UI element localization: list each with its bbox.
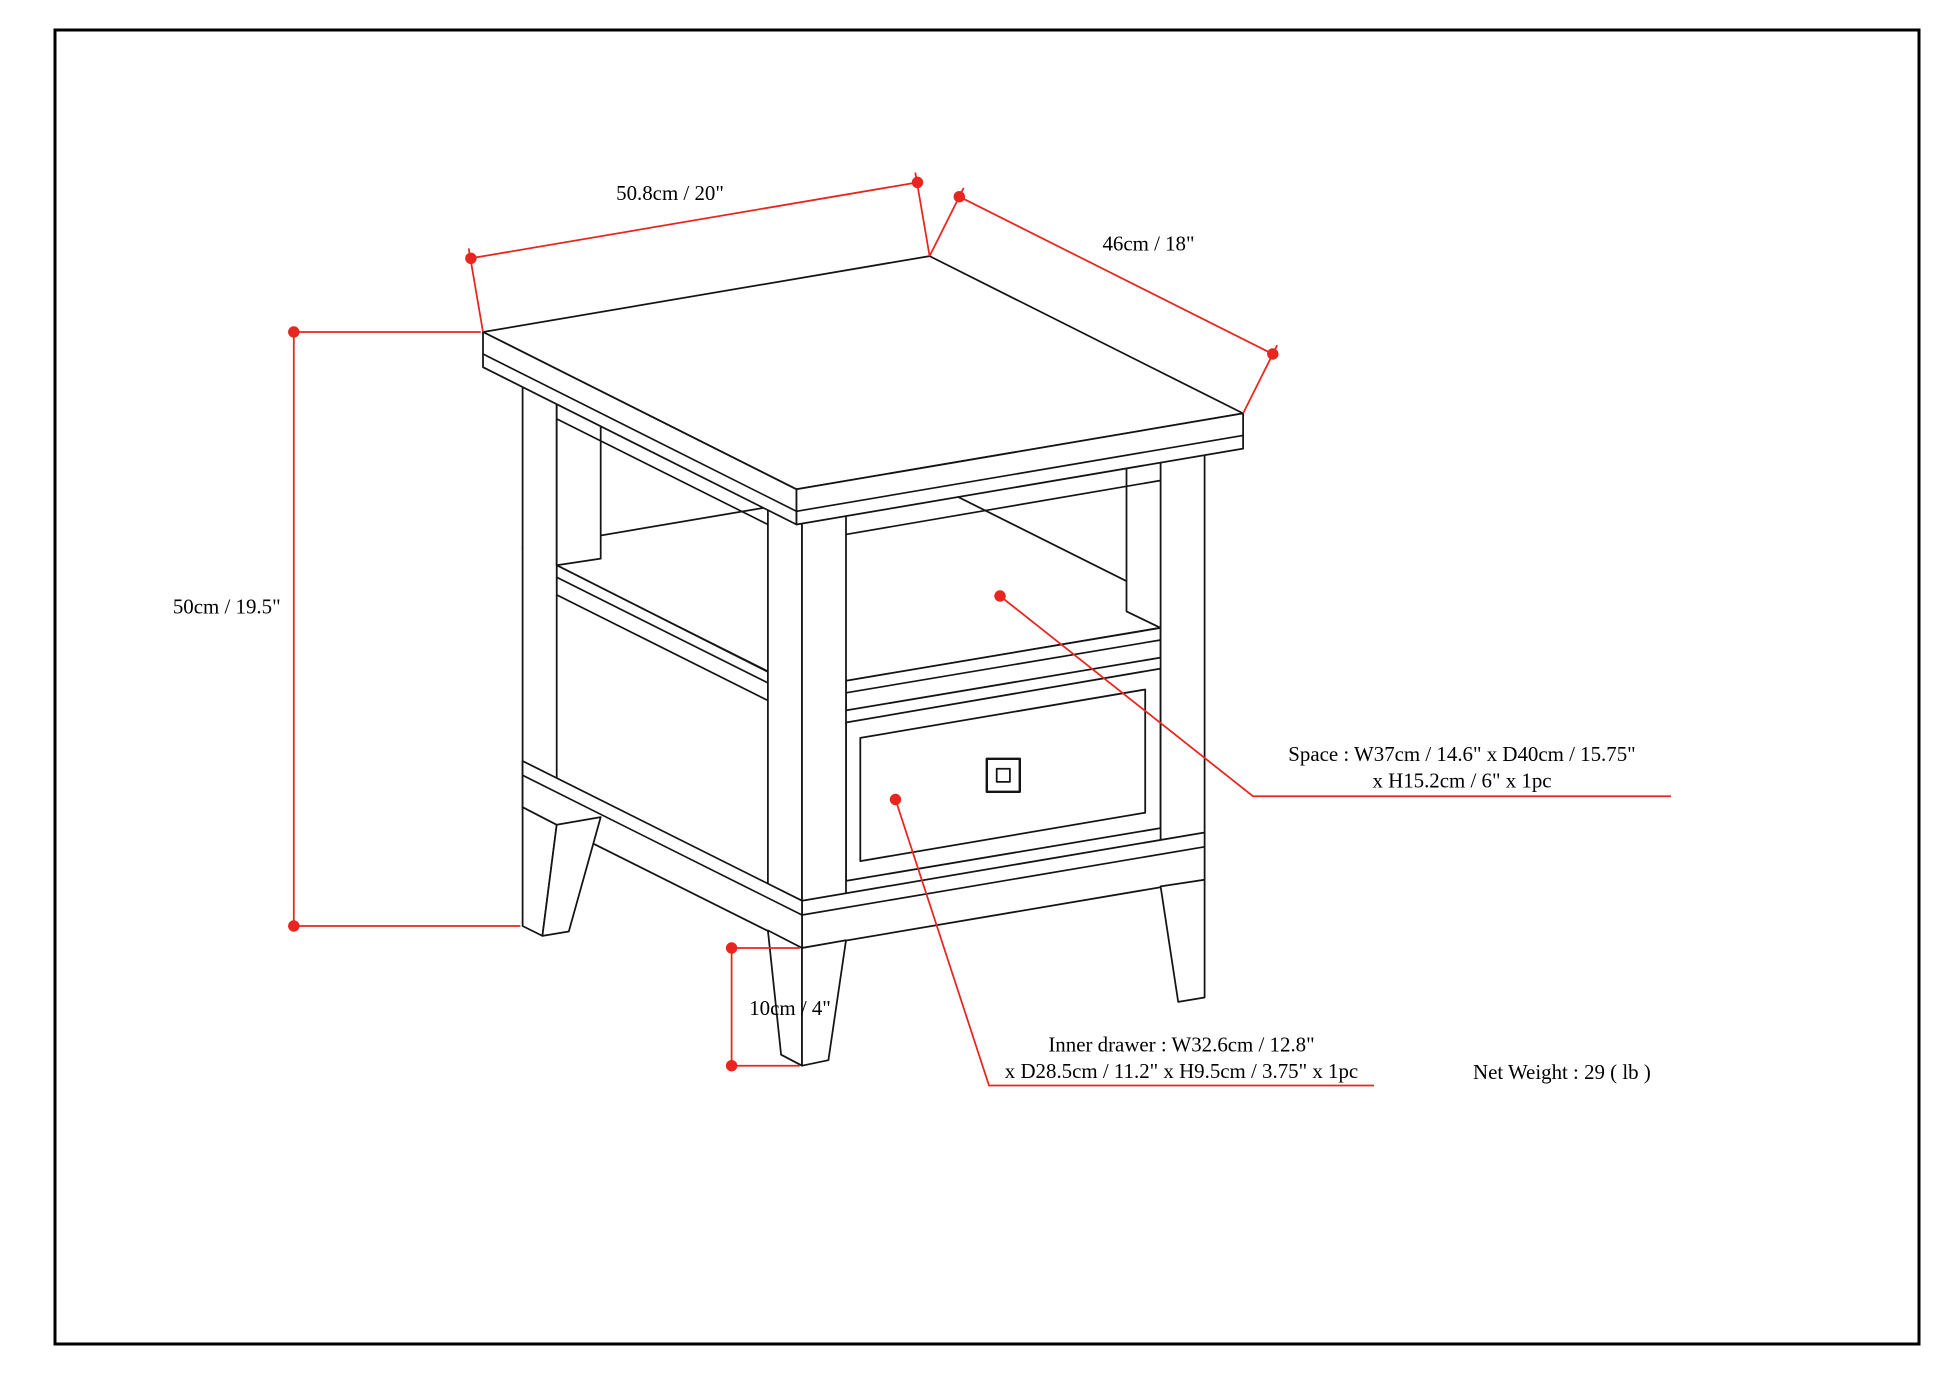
- space-annotation-line1: Space : W37cm / 14.6" x D40cm / 15.75": [1288, 742, 1635, 766]
- depth-dimension: 46cm / 18": [928, 187, 1279, 414]
- drawer-front-bevel: [859, 688, 1147, 862]
- dimension-point: [725, 942, 738, 954]
- end-table-drawing: [482, 255, 1244, 1067]
- leg-left-side-face: [521, 370, 558, 826]
- inner-drawer-annotation-line1: Inner drawer : W32.6cm / 12.8": [1048, 1032, 1314, 1056]
- shelf-left-trim-line: [556, 576, 769, 684]
- tabletop-bevel-left: [482, 353, 797, 513]
- leg-front-right-front-face: [1159, 443, 1206, 888]
- inner-drawer-annotation-line2: x D28.5cm / 11.2" x H9.5cm / 3.75" x 1pc: [1005, 1059, 1358, 1083]
- leg-height-dimension-label: 10cm / 4": [749, 996, 831, 1020]
- height-dimension-label: 50cm / 19.5": [173, 595, 281, 619]
- dimension-point: [288, 326, 300, 338]
- leg-front-left-side-face: [767, 493, 803, 949]
- drawer-knob-icon: [985, 757, 1022, 794]
- space-annotation: Space : W37cm / 14.6" x D40cm / 15.75" x…: [994, 590, 1672, 798]
- dimension-point: [911, 176, 924, 189]
- top-rail-left-line: [556, 418, 769, 526]
- width-dimension: 50.8cm / 20": [465, 172, 931, 333]
- dimension-point: [953, 190, 966, 203]
- shelf-front-trim-line: [845, 639, 1161, 694]
- tabletop-front-edge: [795, 412, 1244, 526]
- leg-clearance-dimension: 10cm / 4": [725, 942, 831, 1072]
- bottom-rail-front-trim: [801, 845, 1205, 916]
- foot-front-left-front-face: [801, 939, 847, 1067]
- width-dimension-label: 50.8cm / 20": [616, 181, 724, 205]
- page-border: [53, 28, 1921, 1346]
- depth-dimension-label: 46cm / 18": [1102, 232, 1194, 256]
- net-weight-label: Net Weight : 29 ( lb ): [1473, 1060, 1651, 1084]
- bottom-rail-left-trim: [522, 774, 803, 916]
- foot-left-front-face: [541, 816, 602, 937]
- dimension-point: [1267, 348, 1279, 360]
- leg-front-left-front-face: [801, 503, 847, 949]
- dimension-annotations: 50.8cm / 20" 46cm / 18" 50cm / 19.5": [173, 172, 1672, 1087]
- drawer-knob-center: [995, 767, 1011, 783]
- height-dimension: 50cm / 19.5": [173, 326, 521, 932]
- top-rail-front-line: [845, 479, 1161, 536]
- dimension-point: [725, 1059, 738, 1072]
- foot-front-right-face: [1159, 878, 1206, 1003]
- space-annotation-line2: x H15.2cm / 6" x 1pc: [1372, 768, 1551, 792]
- tabletop-bevel-front: [796, 434, 1244, 513]
- dimension-point: [465, 252, 477, 265]
- inner-drawer-annotation: Inner drawer : W32.6cm / 12.8" x D28.5cm…: [889, 793, 1375, 1087]
- dimension-point: [288, 920, 300, 932]
